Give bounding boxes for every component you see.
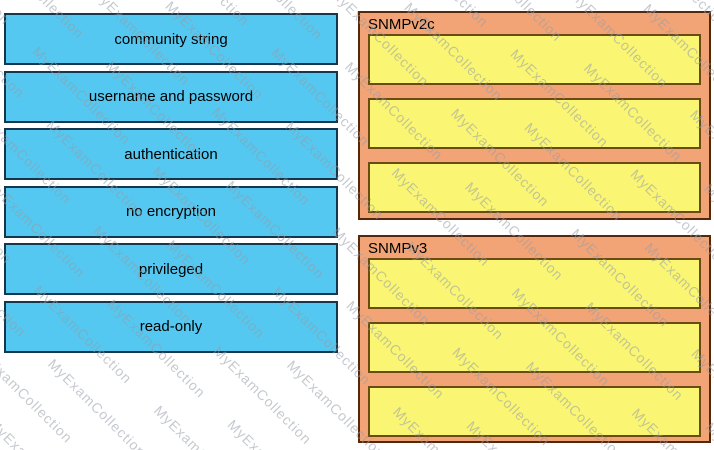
drag-option-label: community string bbox=[114, 30, 228, 48]
snmpv3-zone-title: SNMPv3 bbox=[368, 240, 428, 257]
drag-option-label: read-only bbox=[139, 318, 203, 335]
snmpv3-drop-zone: SNMPv3 bbox=[358, 235, 711, 443]
drag-option-label: no encryption bbox=[125, 203, 217, 220]
drag-option-authentication[interactable]: authentication bbox=[4, 128, 338, 180]
drag-option-privileged[interactable]: privileged bbox=[4, 243, 338, 295]
drag-option-no-encryption[interactable]: no encryption bbox=[4, 185, 338, 238]
drag-option-label: username and password bbox=[88, 88, 254, 105]
snmpv2c-drop-zone: SNMPv2c bbox=[358, 11, 711, 220]
snmpv2c-slot-2[interactable] bbox=[368, 98, 701, 149]
snmpv2c-slot-1[interactable] bbox=[368, 34, 701, 85]
drag-option-label: privileged bbox=[138, 260, 204, 278]
drag-option-username-and-password[interactable]: username and password bbox=[4, 70, 338, 123]
snmpv3-slot-1[interactable] bbox=[368, 258, 701, 309]
drag-option-community-string[interactable]: community string bbox=[4, 13, 338, 65]
snmpv3-slot-2[interactable] bbox=[368, 322, 701, 373]
drag-options-column: community string username and password a… bbox=[4, 13, 338, 353]
snmpv3-slot-3[interactable] bbox=[368, 386, 701, 437]
drag-option-label: authentication bbox=[124, 145, 218, 163]
drag-option-read-only[interactable]: read-only bbox=[4, 300, 338, 353]
snmpv2c-zone-title: SNMPv2c bbox=[368, 16, 435, 33]
snmpv2c-slot-3[interactable] bbox=[368, 162, 701, 213]
